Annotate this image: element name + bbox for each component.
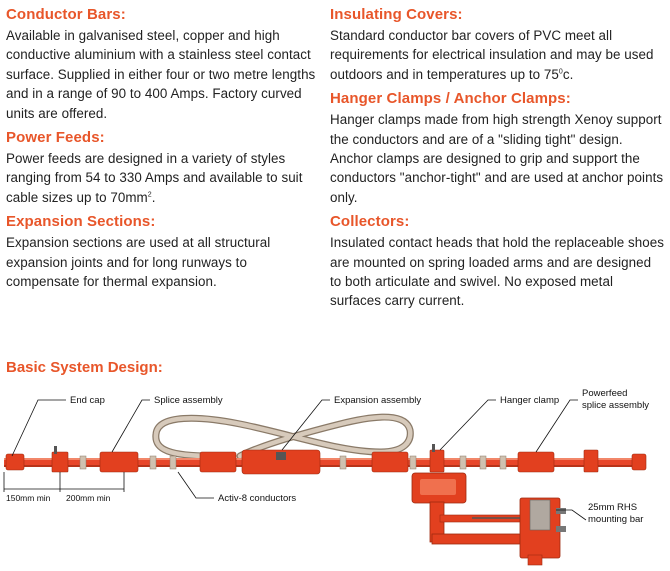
hanger-clamps-heading: Hanger Clamps / Anchor Clamps:: [330, 90, 571, 108]
basic-system-design-heading: Basic System Design:: [6, 359, 163, 376]
conductor-bars-heading: Conductor Bars:: [6, 6, 126, 23]
end-cap-left: [5, 453, 25, 471]
hanger-clamp-blocks: [51, 444, 599, 473]
power-feeds-text-main: Power feeds are designed in a variety of…: [6, 151, 303, 205]
conductor-bars-text: Available in galvanised steel, copper an…: [6, 28, 316, 121]
rhs-label-line1: 25mm RHS: [588, 502, 637, 513]
end-cap-right: [631, 453, 647, 471]
power-feeds-text: Power feeds are designed in a variety of…: [6, 149, 316, 207]
left-column: Conductor Bars: Available in galvanised …: [6, 6, 316, 297]
expansion-sections-text: Expansion sections are used at all struc…: [6, 235, 271, 290]
activ8-conductors-label: Activ-8 conductors: [218, 493, 296, 504]
powerfeed-label-line2: splice assembly: [582, 400, 649, 411]
hanger-clamps-text: Hanger clamps made from high strength Xe…: [330, 112, 664, 205]
dim-200-label: 200mm min: [66, 493, 111, 503]
hanger-clamp-label: Hanger clamp: [500, 395, 559, 406]
rhs-label-line2: mounting bar: [588, 514, 643, 525]
collectors-heading: Collectors:: [330, 213, 410, 231]
end-cap-label: End cap: [70, 395, 105, 406]
activ8-cable-loop: [152, 413, 414, 460]
splice-assemblies: [99, 451, 555, 473]
system-design-diagram: End cap Splice assembly Expansion assemb…: [3, 388, 649, 566]
insulating-covers-heading: Insulating Covers:: [330, 6, 463, 23]
insulating-covers-superscript: 0: [558, 68, 563, 76]
collectors-text: Insulated contact heads that hold the re…: [330, 235, 665, 309]
leader-lines: [11, 399, 587, 521]
power-feeds-text-end: .: [151, 189, 156, 205]
insulating-covers-text-main: Standard conductor bar covers of PVC mee…: [330, 28, 654, 82]
expansion-assembly-label: Expansion assembly: [334, 395, 421, 406]
right-column: Insulating Covers: Standard conductor ba…: [330, 6, 666, 317]
insulating-covers-text-end: c.: [562, 66, 574, 82]
expansion-assembly: [241, 449, 321, 475]
dim-150-label: 150mm min: [6, 493, 51, 503]
power-feeds-heading: Power Feeds:: [6, 129, 105, 147]
cable-ties: [79, 455, 507, 470]
expansion-sections-heading: Expansion Sections:: [6, 213, 156, 231]
collector-assembly: [411, 472, 566, 566]
splice-assembly-label: Splice assembly: [154, 395, 223, 406]
powerfeed-label-line1: Powerfeed: [582, 388, 627, 399]
power-feeds-superscript: 2: [147, 191, 152, 199]
dimension-lines: [3, 472, 125, 492]
insulating-covers-text: Standard conductor bar covers of PVC mee…: [330, 26, 666, 84]
